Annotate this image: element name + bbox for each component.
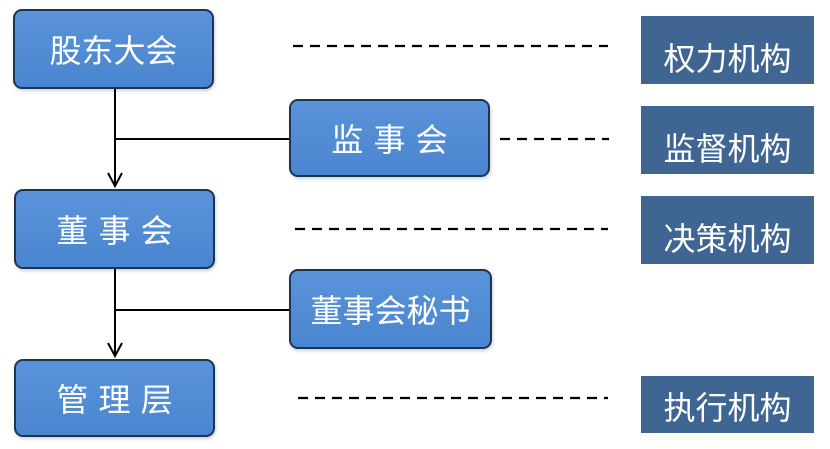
node-management: 管 理 层	[14, 359, 215, 437]
node-board-of-directors: 董 事 会	[14, 189, 215, 269]
node-supervisory-board-label: 监 事 会	[331, 121, 448, 159]
node-board-secretary: 董事会秘书	[289, 269, 492, 349]
node-shareholders-meeting-label: 股东大会	[49, 32, 178, 70]
arrowhead-management	[107, 342, 123, 359]
role-authority-body-label: 权力机构	[663, 40, 792, 78]
role-decision-body-label: 决策机构	[663, 220, 792, 258]
role-executive-body: 执行机构	[641, 376, 814, 433]
node-shareholders-meeting: 股东大会	[13, 9, 214, 89]
role-authority-body: 权力机构	[641, 16, 814, 84]
arrowhead-board	[107, 172, 123, 189]
role-supervisory-body: 监督机构	[641, 106, 814, 174]
role-decision-body: 决策机构	[641, 196, 814, 264]
node-supervisory-board: 监 事 会	[289, 99, 490, 177]
node-board-of-directors-label: 董 事 会	[56, 212, 173, 250]
node-management-label: 管 理 层	[56, 381, 173, 419]
role-supervisory-body-label: 监督机构	[663, 130, 792, 168]
node-board-secretary-label: 董事会秘书	[310, 292, 471, 330]
role-executive-body-label: 执行机构	[663, 389, 792, 427]
